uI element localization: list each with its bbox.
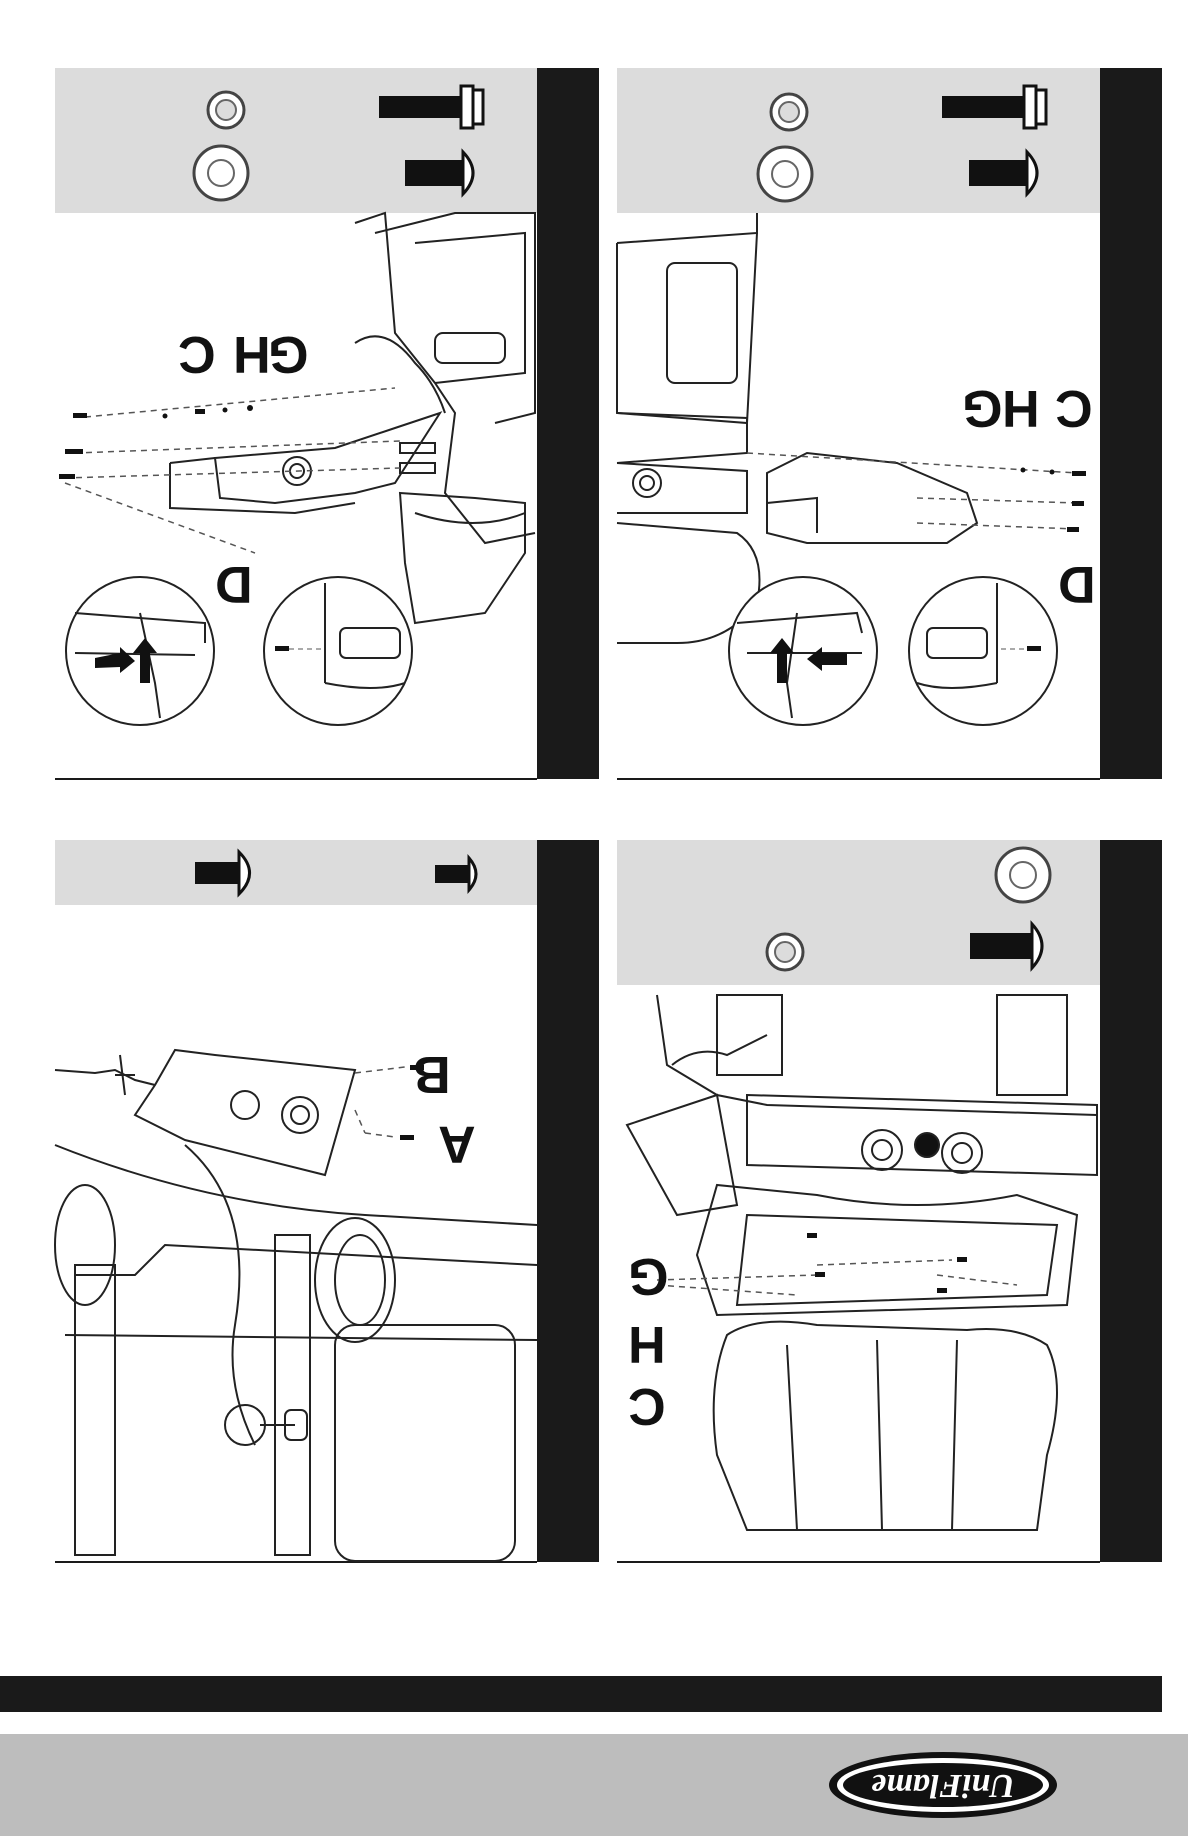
footer-bar [0, 1676, 1162, 1712]
part-label-d: D [1058, 558, 1096, 610]
hardware-icons-1 [55, 68, 537, 213]
side-bar-2 [1100, 68, 1162, 779]
part-label-a: A [438, 1118, 476, 1170]
assembly-drawing-4 [617, 985, 1100, 1561]
bottom-rule-1 [55, 778, 537, 780]
side-bar-1 [537, 68, 599, 779]
part-label-h: H [233, 328, 271, 380]
logo-text: UniFlame [826, 1768, 1060, 1802]
hardware-icons-4 [617, 840, 1100, 985]
hardware-icons-2 [617, 68, 1100, 213]
part-label-c: C [178, 328, 216, 380]
part-label-g: G [268, 328, 308, 380]
part-label-c: C [1055, 382, 1093, 434]
side-bar-4 [1100, 840, 1162, 1562]
assembly-drawing-3 [55, 905, 537, 1561]
part-label-g: G [628, 1250, 668, 1302]
assembly-drawing-2 [617, 213, 1100, 778]
bottom-rule-2 [617, 778, 1100, 780]
part-label-d: D [215, 558, 253, 610]
part-label-b: B [413, 1048, 451, 1100]
part-label-g: G [962, 382, 1002, 434]
assembly-drawing-1 [55, 213, 537, 778]
part-label-h: H [628, 1318, 666, 1370]
hardware-icons-3 [55, 840, 537, 905]
part-label-c: C [628, 1380, 666, 1432]
bottom-rule-4 [617, 1561, 1100, 1563]
side-bar-3 [537, 840, 599, 1562]
part-label-h: H [1002, 382, 1040, 434]
